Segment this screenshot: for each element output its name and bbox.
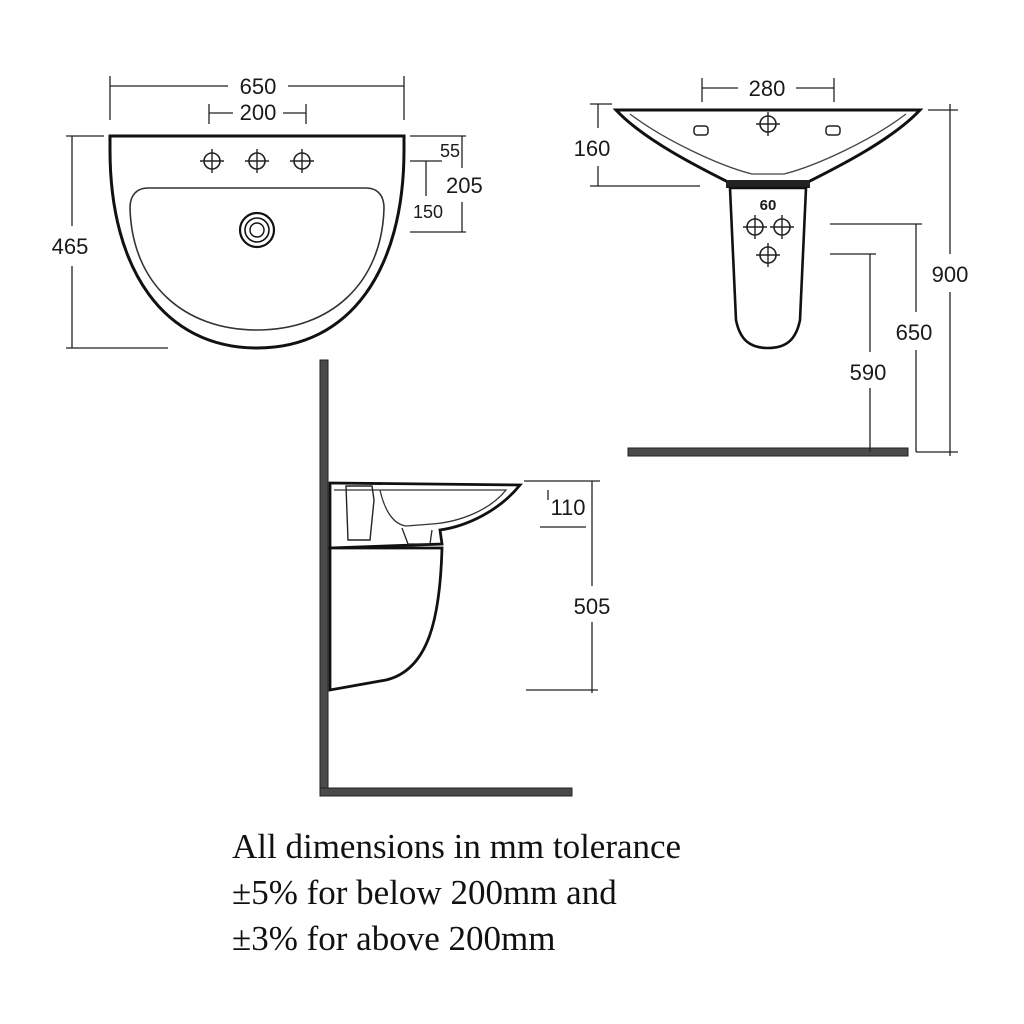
dim-label-plan-rim-offset: 55 <box>440 141 460 161</box>
dimension-line <box>701 78 835 102</box>
dimension-line <box>916 104 958 456</box>
dim-label-plan-waste-offset: 150 <box>413 202 443 222</box>
front-basin-inner <box>629 113 907 175</box>
dimension-line <box>830 253 876 452</box>
dimension-line <box>66 135 168 349</box>
tolerance-note-line: ±5% for below 200mm and <box>232 873 617 912</box>
tolerance-note-line: All dimensions in mm tolerance <box>232 827 682 866</box>
front-pedestal <box>728 186 808 350</box>
pedestal-collar <box>726 180 810 188</box>
dimension-line <box>524 480 600 528</box>
dim-label-plan-tap-depth: 205 <box>446 173 483 198</box>
dimension-line <box>109 76 405 120</box>
dimension-line <box>590 103 700 187</box>
front-floor <box>627 447 909 457</box>
tolerance-note: All dimensions in mm tolerance ±5% for b… <box>232 824 681 962</box>
dim-label-plan-depth: 465 <box>52 234 89 259</box>
dim-label-side-pedestal-height: 505 <box>574 594 611 619</box>
side-waste-trap <box>401 527 433 545</box>
side-basin-inner <box>334 489 508 527</box>
dim-label-plan-tap-spacing: 200 <box>240 100 277 125</box>
dim-label-front-tap-width: 280 <box>749 76 786 101</box>
dim-label-side-rim-height: 110 <box>550 495 585 520</box>
side-basin <box>328 481 523 550</box>
side-view: 110 505 <box>319 359 611 797</box>
dimension-line <box>830 223 922 452</box>
side-floor <box>319 787 573 797</box>
dimension-line <box>410 135 466 233</box>
dimension-line <box>208 104 307 124</box>
side-pedestal <box>328 546 444 692</box>
dim-label-front-bowl-height: 160 <box>574 136 611 161</box>
waste-outlet-icon <box>238 211 276 249</box>
tolerance-note-line: ±3% for above 200mm <box>232 919 556 958</box>
front-view: 60 280 160 900 <box>574 76 969 457</box>
dim-label-front-waste-spacing: 60 <box>760 197 777 214</box>
basin-bowl <box>129 187 385 331</box>
dim-label-plan-width: 650 <box>240 74 277 99</box>
overflow-slot-left <box>693 125 709 136</box>
side-wall <box>319 359 329 797</box>
plan-view: 650 200 465 55 205 150 <box>52 74 483 350</box>
side-tap-body <box>345 485 375 541</box>
dimension-line <box>526 481 598 693</box>
dim-label-front-floor-to-waste: 590 <box>850 360 887 385</box>
dim-label-front-pedestal-height: 650 <box>896 320 933 345</box>
overflow-slot-right <box>825 125 841 136</box>
dim-label-front-total-height: 900 <box>932 262 969 287</box>
